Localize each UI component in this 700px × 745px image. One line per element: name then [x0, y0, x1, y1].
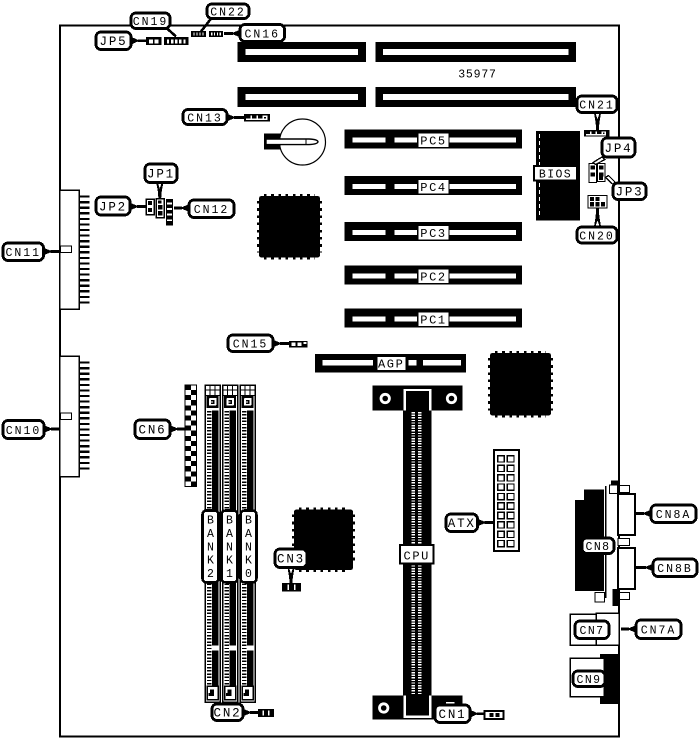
svg-text:CN16: CN16: [244, 28, 280, 41]
svg-text:CPU: CPU: [404, 549, 430, 563]
svg-text:CN9: CN9: [577, 674, 602, 687]
svg-text:PC4: PC4: [420, 181, 446, 195]
svg-text:CN19: CN19: [133, 16, 169, 29]
svg-text:BIOS: BIOS: [539, 168, 572, 181]
svg-text:CN8B: CN8B: [657, 563, 693, 576]
svg-text:PC5: PC5: [420, 134, 446, 148]
svg-text:CN20: CN20: [579, 230, 615, 243]
svg-text:CN8A: CN8A: [656, 509, 692, 522]
svg-text:N: N: [207, 541, 214, 554]
svg-text:B: B: [226, 515, 233, 528]
svg-text:K: K: [245, 555, 252, 568]
svg-text:CN1: CN1: [439, 708, 467, 722]
svg-text:CN7A: CN7A: [641, 625, 677, 638]
svg-text:A: A: [245, 528, 252, 541]
svg-text:CN8: CN8: [586, 541, 611, 554]
svg-text:A: A: [207, 528, 214, 541]
svg-text:CN21: CN21: [579, 100, 615, 113]
svg-text:CN11: CN11: [5, 247, 41, 260]
svg-text:B: B: [207, 515, 214, 528]
svg-text:2: 2: [207, 568, 214, 581]
svg-text:CN2: CN2: [214, 707, 242, 721]
svg-text:ATX: ATX: [448, 517, 476, 531]
svg-text:PC1: PC1: [420, 313, 446, 327]
svg-text:AGP: AGP: [378, 357, 404, 371]
svg-text:CN7: CN7: [580, 625, 605, 638]
svg-text:K: K: [207, 555, 214, 568]
svg-text:JP3: JP3: [616, 186, 644, 200]
svg-text:PC3: PC3: [420, 227, 446, 241]
svg-text:1: 1: [226, 568, 233, 581]
svg-text:N: N: [245, 541, 252, 554]
svg-text:CN6: CN6: [139, 424, 167, 438]
svg-text:JP2: JP2: [99, 200, 127, 214]
svg-text:35977: 35977: [458, 69, 497, 82]
svg-text:A: A: [226, 528, 233, 541]
svg-text:CN3: CN3: [277, 553, 305, 567]
svg-text:K: K: [226, 555, 233, 568]
svg-text:N: N: [226, 541, 233, 554]
svg-text:CN22: CN22: [210, 7, 246, 20]
svg-text:CN13: CN13: [187, 112, 223, 125]
svg-text:JP1: JP1: [147, 168, 175, 182]
svg-text:CN15: CN15: [233, 339, 269, 352]
svg-text:0: 0: [245, 568, 252, 581]
svg-text:JP4: JP4: [605, 142, 633, 156]
svg-text:CN12: CN12: [194, 204, 230, 217]
svg-text:CN10: CN10: [6, 425, 42, 438]
svg-text:JP5: JP5: [100, 35, 128, 49]
svg-text:B: B: [245, 515, 252, 528]
svg-text:PC2: PC2: [420, 270, 446, 284]
